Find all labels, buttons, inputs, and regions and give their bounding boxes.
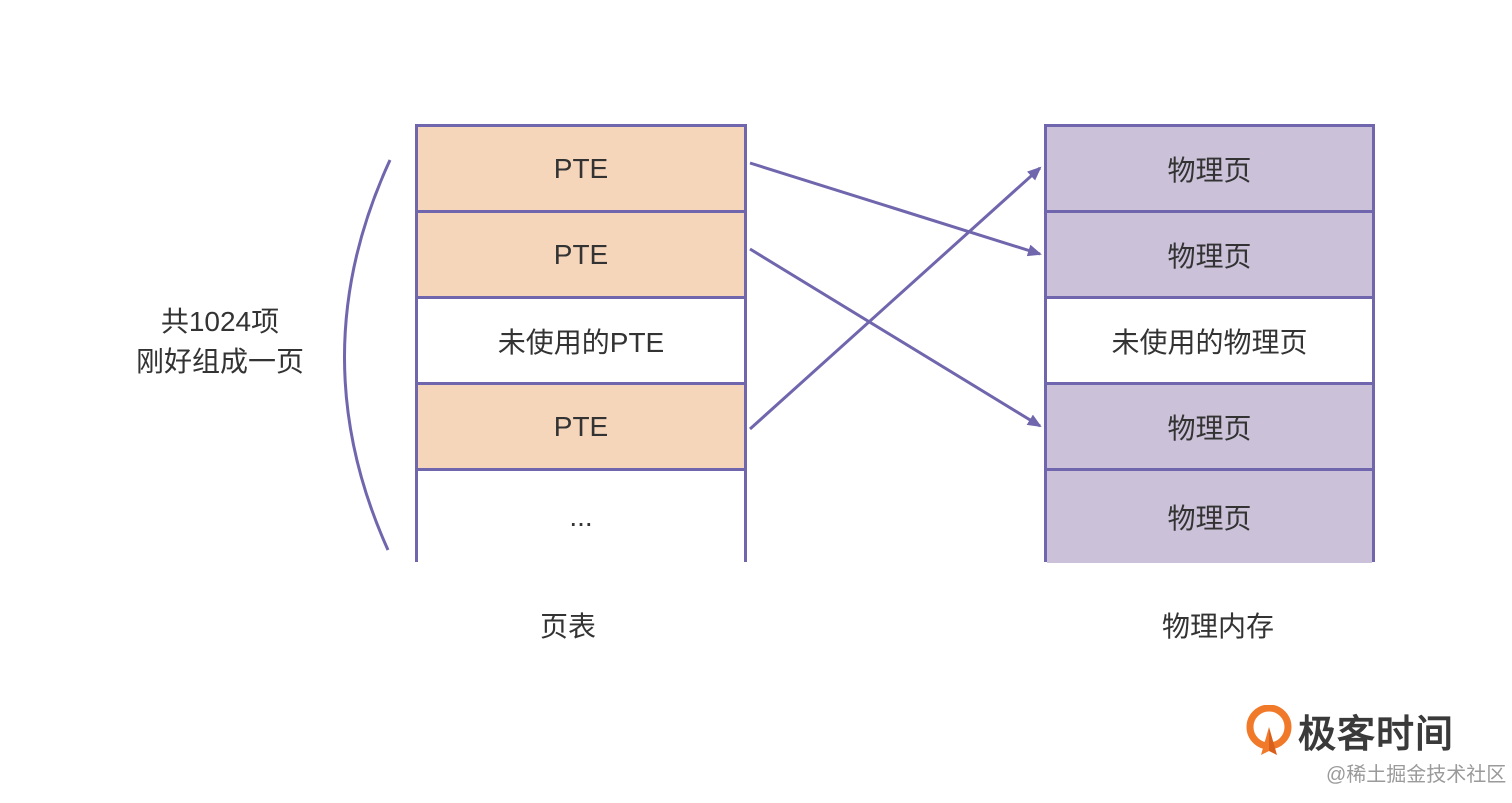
physical-page-cell: 物理页 <box>1047 385 1372 471</box>
page-table-cell: ... <box>418 471 744 563</box>
brand: 极客时间 <box>1246 703 1454 758</box>
physical-page-cell: 未使用的物理页 <box>1047 299 1372 385</box>
physical-page-cell: 物理页 <box>1047 213 1372 299</box>
bracket-arc <box>343 159 392 551</box>
mapping-arrow <box>748 166 1042 431</box>
physical-memory: 物理页 物理页 未使用的物理页 物理页 物理页 <box>1044 124 1375 563</box>
page-table-cell: 未使用的PTE <box>418 299 744 385</box>
entry-count-label: 共1024项 刚好组成一页 <box>120 302 320 382</box>
physical-memory-caption: 物理内存 <box>1161 611 1274 642</box>
page-table-caption: 页表 <box>539 611 596 642</box>
mapping-arrow <box>749 161 1042 257</box>
mapping-arrow <box>749 247 1042 428</box>
entry-count-line1: 共1024项 <box>160 306 280 337</box>
page-table-cell: PTE <box>418 127 744 213</box>
mapping-arrows <box>748 161 1042 431</box>
brand-name: 极客时间 <box>1298 714 1455 756</box>
physical-page-cell: 物理页 <box>1047 127 1372 213</box>
geektime-logo-icon <box>1246 704 1292 755</box>
page-table-cell: PTE <box>418 213 744 299</box>
page-table: PTE PTE 未使用的PTE PTE ... <box>415 124 747 563</box>
entry-count-line2: 刚好组成一页 <box>135 346 304 377</box>
page-table-cell: PTE <box>418 385 744 471</box>
physical-page-cell: 物理页 <box>1047 471 1372 563</box>
source-watermark: @稀土掘金技术社区 <box>1326 764 1507 786</box>
